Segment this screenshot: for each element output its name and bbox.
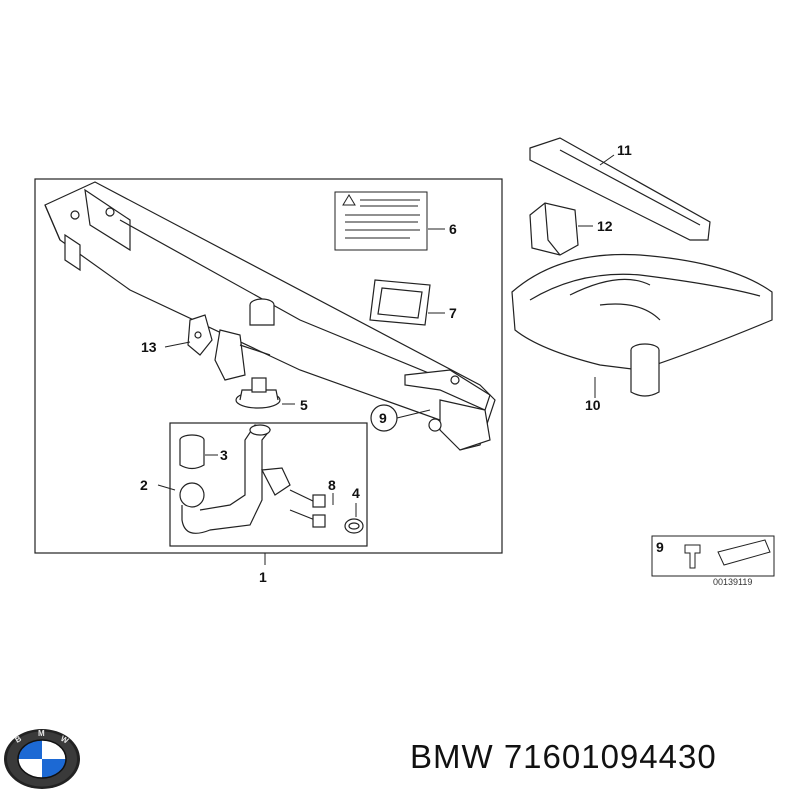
callout-6: 6 [449, 221, 457, 237]
callout-3: 3 [220, 447, 228, 463]
tray-drawing [511, 253, 773, 397]
leader-lines [157, 154, 615, 565]
crossbeam-drawing [44, 181, 496, 451]
warning-label-drawing [334, 191, 428, 251]
callout-10: 10 [585, 397, 601, 413]
callout-12: 12 [597, 218, 613, 234]
callout-4: 4 [352, 485, 360, 501]
pad-drawing [369, 279, 431, 326]
cover-drawing [529, 202, 579, 256]
ball-head-drawing [179, 424, 364, 534]
callout-11: 11 [617, 142, 632, 158]
svg-text:W: W [59, 734, 70, 746]
svg-text:B: B [14, 734, 24, 745]
callout-1: 1 [259, 569, 267, 585]
ball-head-frame [169, 422, 368, 547]
callout-9-circle [370, 404, 398, 432]
trim-drawing [529, 137, 711, 241]
assembly-frame [34, 178, 503, 554]
part-number-caption: BMW 71601094430 [410, 738, 717, 775]
callout-13: 13 [141, 339, 157, 355]
svg-text:M: M [38, 729, 45, 738]
legend-box [651, 535, 775, 577]
legend-number: 9 [656, 539, 664, 555]
legend-code: 00139119 [713, 577, 752, 587]
callout-5: 5 [300, 397, 308, 413]
callout-8: 8 [328, 477, 336, 493]
callout-9: 9 [379, 410, 387, 426]
socket-drawing [235, 377, 281, 409]
callout-7: 7 [449, 305, 457, 321]
callout-2: 2 [140, 477, 148, 493]
bmw-logo: B M W [4, 729, 80, 789]
